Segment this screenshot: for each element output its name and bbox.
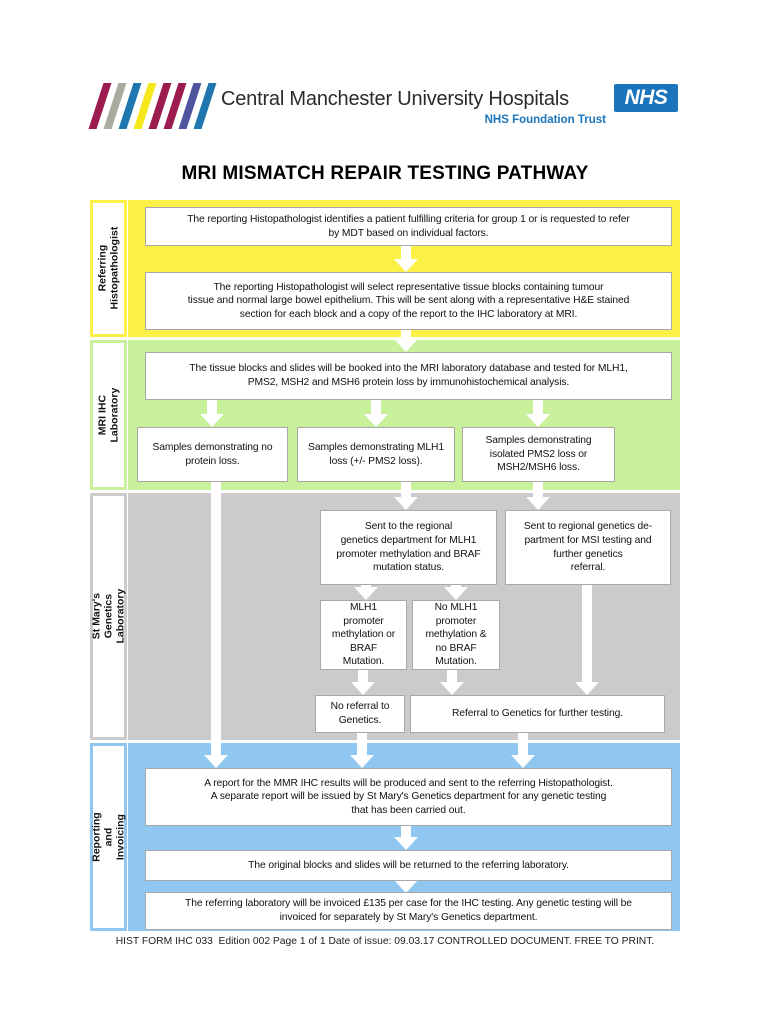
nhs-logo: NHS	[614, 84, 678, 112]
sidebar-label-mri-ihc-laboratory: MRI IHC Laboratory	[90, 340, 127, 490]
flow-arrow-head	[354, 587, 378, 600]
flow-box-select-tissue-blocks: The reporting Histopathologist will sele…	[145, 272, 672, 330]
flow-arrow-head	[394, 339, 418, 352]
flow-arrow-head	[351, 682, 375, 695]
flow-arrow-head	[444, 587, 468, 600]
sidebar-label-reporting-and-invoicing: Reporting and Invoicing	[90, 743, 127, 931]
sidebar-label-text: Referring Histopathologist	[96, 227, 121, 310]
flow-arrow-bar	[358, 670, 368, 683]
nhs-trust-stripes-logo	[88, 83, 217, 129]
flow-arrow-bar	[361, 585, 371, 588]
flow-box-sent-for-msi-testing: Sent to regional genetics de- partment f…	[505, 510, 671, 585]
flow-arrow-bar	[371, 400, 381, 415]
flow-arrow-head	[364, 414, 388, 427]
flow-arrow-head	[204, 755, 228, 768]
flow-arrow-bar	[518, 733, 528, 756]
sidebar-label-referring-histopathologist: Referring Histopathologist	[90, 200, 127, 337]
flow-arrow-bar	[582, 585, 592, 683]
flow-box-no-referral: No referral to Genetics.	[315, 695, 405, 733]
flow-box-blocks-returned: The original blocks and slides will be r…	[145, 850, 672, 881]
flow-arrow-head	[394, 880, 418, 893]
flow-box-mlh1-loss: Samples demonstrating MLH1 loss (+/- PMS…	[297, 427, 455, 482]
flow-box-report-produced: A report for the MMR IHC results will be…	[145, 768, 672, 826]
flow-arrow-bar	[357, 733, 367, 756]
flow-arrow-bar	[451, 585, 461, 588]
flow-box-no-methylation-no-braf: No MLH1 promoter methylation & no BRAF M…	[412, 600, 500, 670]
flow-arrow-head	[394, 497, 418, 510]
flow-arrow-head	[350, 755, 374, 768]
flow-box-book-into-database: The tissue blocks and slides will be boo…	[145, 352, 672, 400]
flow-arrow-bar	[447, 670, 457, 683]
flow-arrow-bar	[533, 400, 543, 415]
flow-arrow-head	[575, 682, 599, 695]
flow-arrow-head	[394, 837, 418, 850]
flow-arrow-bar	[401, 330, 411, 340]
flow-arrow-bar	[401, 246, 411, 260]
flow-box-referral-further-testing: Referral to Genetics for further testing…	[410, 695, 665, 733]
flow-arrow-head	[526, 414, 550, 427]
flow-arrow-head	[200, 414, 224, 427]
flow-arrow-bar	[533, 482, 543, 498]
flow-box-sent-for-mlh1-methylation: Sent to the regional genetics department…	[320, 510, 497, 585]
flow-arrow-head	[511, 755, 535, 768]
flow-arrow-bar	[207, 400, 217, 415]
flow-box-methylation-or-braf-mutation: MLH1 promoter methylation or BRAF Mutati…	[320, 600, 407, 670]
flow-arrow-head	[394, 259, 418, 272]
document-control-footer: HIST FORM IHC 033 Edition 002 Page 1 of …	[115, 936, 655, 947]
sidebar-label-text: MRI IHC Laboratory	[96, 387, 121, 443]
sidebar-label-text: Reporting and Invoicing	[90, 812, 127, 862]
flow-arrow-bar	[211, 482, 221, 756]
flow-box-identify-patient: The reporting Histopathologist identifie…	[145, 207, 672, 246]
flow-arrow-head	[440, 682, 464, 695]
flow-box-no-protein-loss: Samples demonstrating no protein loss.	[137, 427, 288, 482]
page-title: MRI MISMATCH REPAIR TESTING PATHWAY	[181, 163, 589, 184]
organisation-name: Central Manchester University Hospitals	[221, 88, 569, 110]
sidebar-label-st-marys-genetics-laboratory: St Mary's Genetics Laboratory	[90, 493, 127, 740]
nhs-logo-text: NHS	[624, 86, 668, 109]
flow-box-invoice: The referring laboratory will be invoice…	[145, 892, 672, 930]
flow-arrow-bar	[401, 482, 411, 498]
flow-arrow-head	[526, 497, 550, 510]
sidebar-label-text: St Mary's Genetics Laboratory	[90, 589, 127, 644]
flow-box-pms2-msh2-msh6-loss: Samples demonstrating isolated PMS2 loss…	[462, 427, 615, 482]
foundation-trust-name: NHS Foundation Trust	[484, 114, 606, 126]
flow-arrow-bar	[401, 826, 411, 838]
